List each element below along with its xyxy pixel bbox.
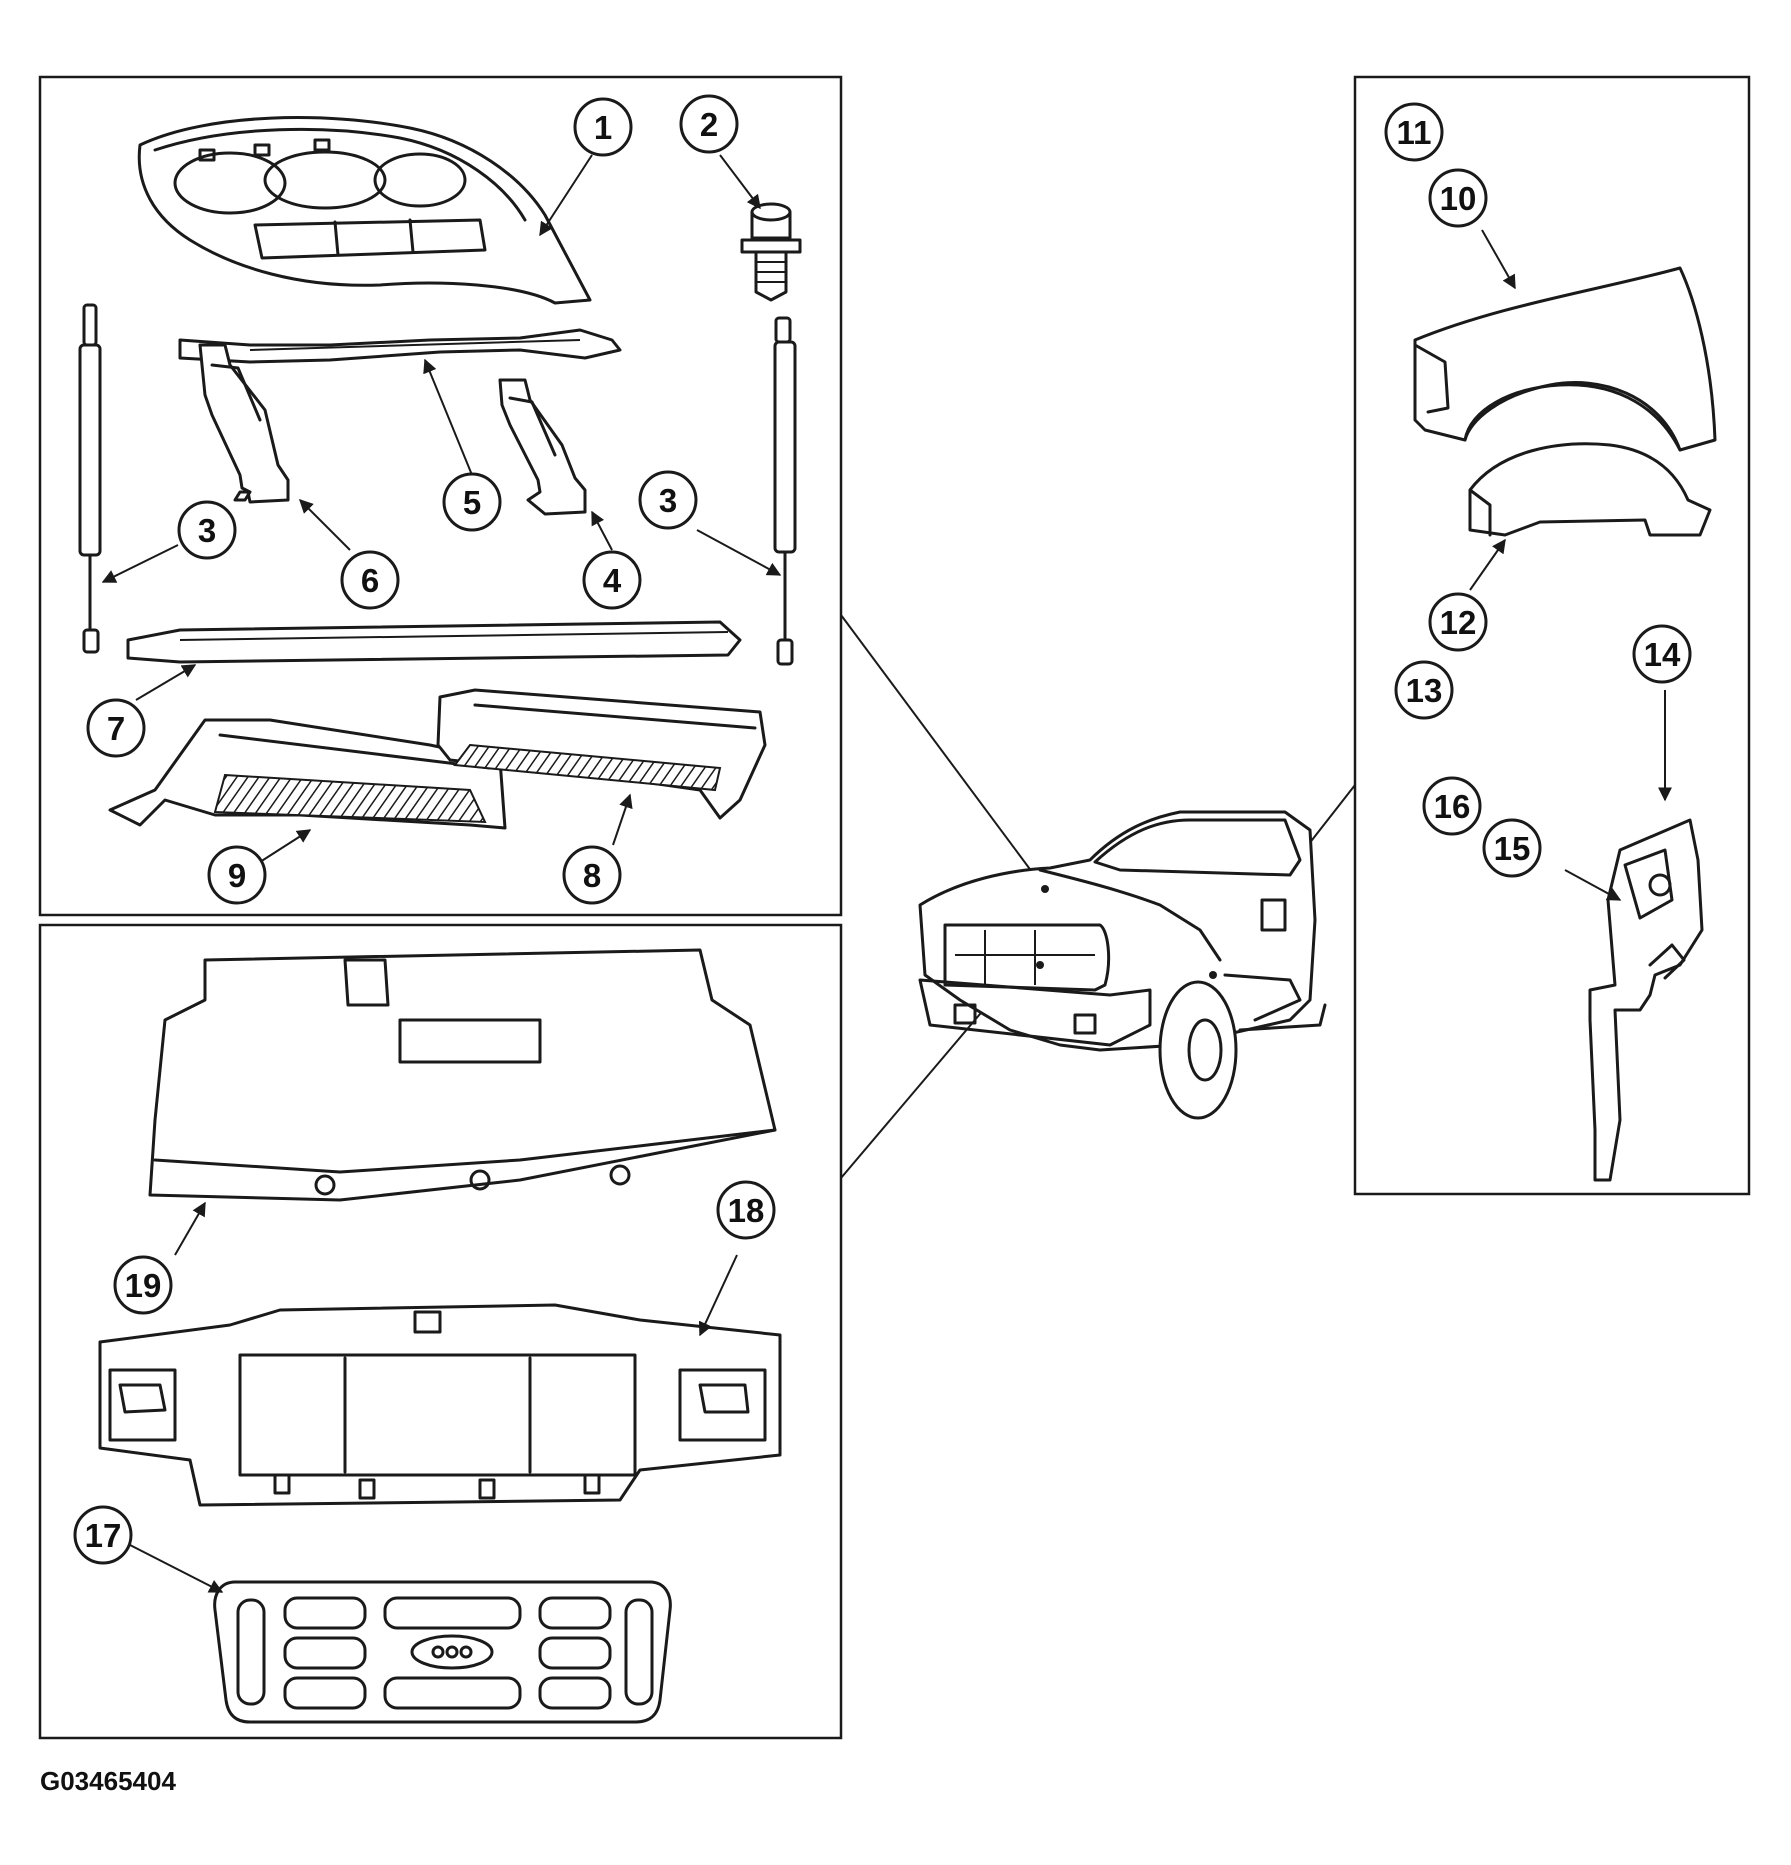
upper-left-panel-frame (38, 75, 843, 917)
bolt-part (740, 202, 802, 302)
grille-part (213, 1580, 672, 1724)
callout-6: 6 (340, 550, 400, 610)
figure-code: G03465404 (40, 1766, 176, 1796)
svg-text:8: 8 (583, 857, 601, 894)
svg-text:12: 12 (1440, 604, 1477, 641)
callout-13: 13 (1394, 660, 1454, 720)
svg-text:1: 1 (594, 109, 612, 146)
svg-text:18: 18 (728, 1192, 765, 1229)
callout-1: 1 (573, 97, 633, 157)
hood-hinge-right-part (498, 378, 587, 516)
svg-text:14: 14 (1644, 636, 1681, 673)
callout-14: 14 (1632, 624, 1692, 684)
svg-text:3: 3 (659, 482, 677, 519)
callout-17: 17 (73, 1505, 133, 1565)
front-fender-part (1413, 266, 1717, 452)
callout-19: 19 (113, 1255, 173, 1315)
svg-text:16: 16 (1434, 788, 1471, 825)
radiator-support-part (98, 1303, 782, 1507)
svg-text:9: 9 (228, 857, 246, 894)
callout-4: 4 (582, 550, 642, 610)
hood-strut-right-part (773, 316, 797, 666)
callout-12: 12 (1428, 592, 1488, 652)
hood-hinge-left-part (198, 343, 290, 504)
svg-text:5: 5 (463, 484, 481, 521)
radiator-shield-part (148, 948, 777, 1202)
callout-11: 11 (1384, 102, 1444, 162)
svg-text:17: 17 (85, 1517, 122, 1554)
radiator-seal-strip-part (126, 620, 742, 664)
leader-upper-panel-to-hood (840, 614, 1039, 881)
svg-text:13: 13 (1406, 672, 1443, 709)
svg-text:6: 6 (361, 562, 379, 599)
svg-text:10: 10 (1440, 180, 1477, 217)
svg-text:3: 3 (198, 512, 216, 549)
svg-text:15: 15 (1494, 830, 1531, 867)
callout-2: 2 (679, 94, 739, 154)
callout-18: 18 (716, 1180, 776, 1240)
lower-left-panel-frame (38, 923, 843, 1740)
svg-text:7: 7 (107, 710, 125, 747)
right-panel-frame (1353, 75, 1751, 1196)
callout-3-left: 3 (177, 500, 237, 560)
cowl-top-rail-part (178, 328, 622, 364)
hood-strut-left-part (78, 303, 102, 654)
callout-7: 7 (86, 698, 146, 758)
truck-illustration (918, 810, 1327, 1120)
callout-arrows (101, 154, 1672, 1593)
callout-5: 5 (442, 472, 502, 532)
svg-text:11: 11 (1397, 114, 1432, 151)
callout-3-right: 3 (638, 470, 698, 530)
fender-splash-shield-part (1468, 442, 1712, 537)
svg-text:19: 19 (125, 1267, 162, 1304)
svg-text:2: 2 (700, 106, 718, 143)
callout-9: 9 (207, 845, 267, 905)
callout-10: 10 (1428, 168, 1488, 228)
callout-16: 16 (1422, 776, 1482, 836)
cowl-vent-panel-left-part (108, 718, 507, 830)
callout-8: 8 (562, 845, 622, 905)
hood-part (137, 116, 592, 305)
cowl-vent-panel-right-part (436, 688, 767, 820)
callout-15: 15 (1482, 818, 1542, 878)
fender-apron-bracket-part (1588, 818, 1704, 1182)
svg-text:4: 4 (603, 562, 622, 599)
